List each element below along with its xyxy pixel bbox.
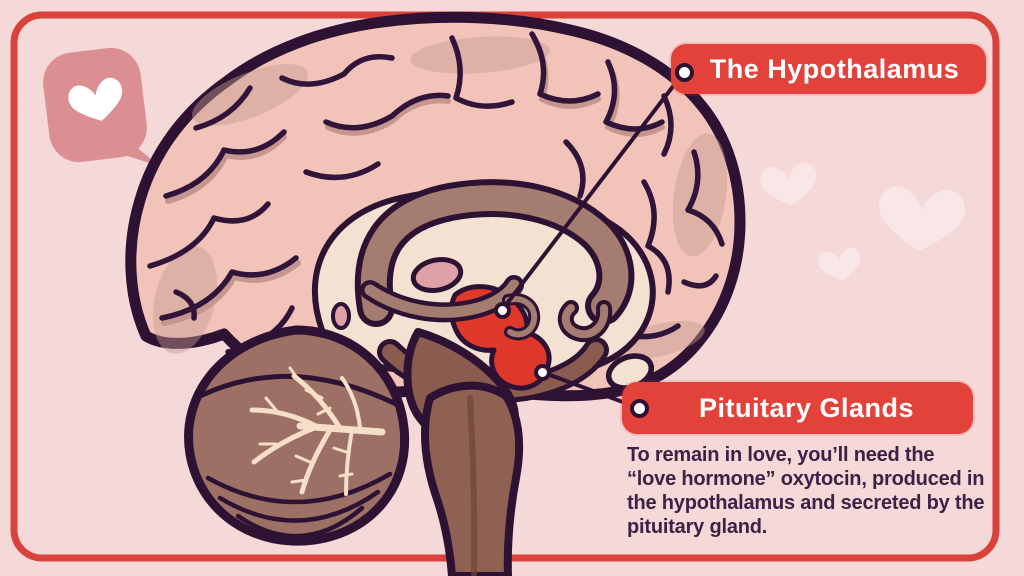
label-pituitary-text: Pituitary Glands xyxy=(698,392,915,423)
corpus-callosum xyxy=(354,179,635,343)
hypothalamus-point-dot xyxy=(494,302,511,319)
heart-speech-bubble-icon xyxy=(43,47,160,167)
caption-text: To remain in love, you’ll need the “love… xyxy=(627,444,985,538)
cerebellum xyxy=(184,325,410,546)
thalamus xyxy=(410,257,464,293)
gyri-shadows xyxy=(161,36,665,326)
brain-stem xyxy=(420,381,524,576)
pituitary-point-dot xyxy=(534,364,551,381)
brain-diagram xyxy=(125,11,746,576)
hypothalamus-label-dot xyxy=(675,63,694,82)
genu-curl xyxy=(502,293,541,341)
label-pituitary: Pituitary Glands xyxy=(622,382,973,434)
pituitary-label-dot xyxy=(630,399,649,418)
cerebellum-folia xyxy=(205,471,393,539)
arbor-vitae xyxy=(249,366,386,496)
hypothalamus-connector-line xyxy=(500,70,686,312)
mammillary-body xyxy=(331,302,351,330)
label-hypothalamus: The Hypothalamus xyxy=(671,44,986,94)
label-hypothalamus-text: The Hypothalamus xyxy=(709,53,960,84)
